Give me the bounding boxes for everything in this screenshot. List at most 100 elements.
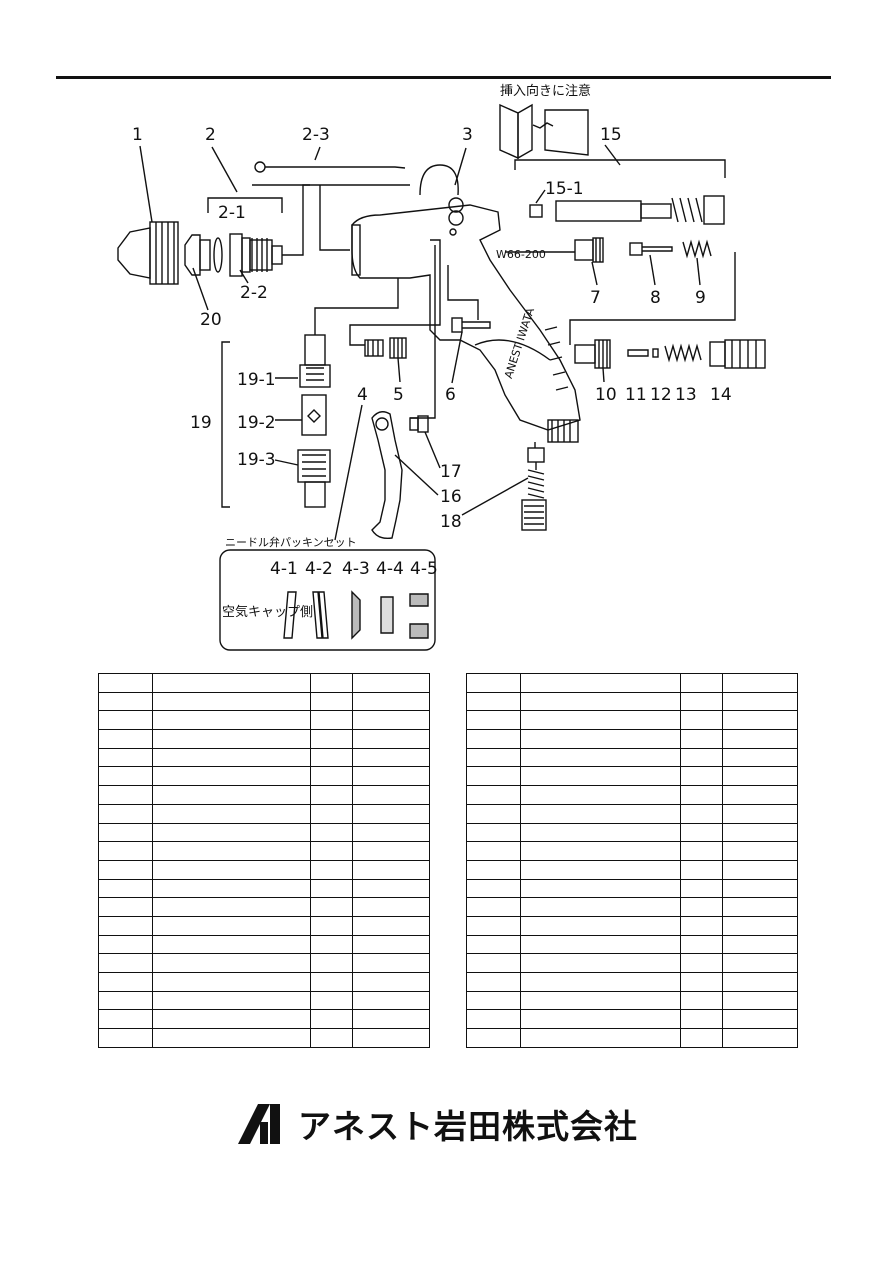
table-cell <box>466 691 521 712</box>
table-row <box>466 1009 798 1030</box>
table-cell <box>680 934 723 955</box>
table-cell <box>310 691 353 712</box>
table-cell <box>98 691 153 712</box>
table-cell <box>722 822 798 843</box>
table-row <box>466 673 798 693</box>
part-16-trigger <box>371 411 403 540</box>
table-cell <box>722 747 798 768</box>
part-19-2 <box>301 394 327 436</box>
table-row <box>466 915 798 936</box>
table-cell <box>98 990 153 1011</box>
table-cell <box>520 934 681 955</box>
table-cell <box>722 897 798 917</box>
table-row <box>98 1028 430 1048</box>
table-cell <box>152 766 311 787</box>
table-cell <box>98 822 153 843</box>
table-cell <box>722 859 798 880</box>
table-row <box>466 691 798 712</box>
callout-2-1: 2-1 <box>218 203 246 223</box>
table-row <box>466 878 798 899</box>
table-cell <box>310 878 353 899</box>
table-cell <box>98 766 153 787</box>
table-cell <box>680 1028 723 1048</box>
company-name: アネスト岩田株式会社 <box>298 1107 638 1146</box>
callout-5: 5 <box>393 385 404 405</box>
table-cell <box>466 1009 521 1030</box>
header-rule <box>56 76 831 79</box>
table-cell <box>680 859 723 880</box>
table-cell <box>520 878 681 899</box>
table-cell <box>722 915 798 936</box>
table-cell <box>310 1028 353 1048</box>
table-cell <box>152 934 311 955</box>
table-cell <box>152 841 311 861</box>
table-cell <box>152 1028 311 1048</box>
table-cell <box>466 766 521 787</box>
table-row <box>98 934 430 955</box>
table-row <box>466 729 798 749</box>
callout-15-1: 15-1 <box>545 179 584 199</box>
table-cell <box>310 990 353 1011</box>
table-cell <box>680 710 723 731</box>
table-cell <box>98 1009 153 1030</box>
table-row <box>98 953 430 973</box>
table-cell <box>98 972 153 992</box>
table-cell <box>680 972 723 992</box>
table-cell <box>310 934 353 955</box>
part-13-spring <box>664 343 702 363</box>
callout-9: 9 <box>695 288 706 308</box>
callout-1: 1 <box>132 125 143 145</box>
table-cell <box>680 990 723 1011</box>
table-cell <box>98 673 153 693</box>
table-cell <box>520 673 681 693</box>
table-cell <box>680 1009 723 1030</box>
callout-3: 3 <box>462 125 473 145</box>
table-cell <box>352 710 430 731</box>
table-cell <box>520 729 681 749</box>
table-cell <box>520 1028 681 1048</box>
table-cell <box>520 785 681 805</box>
table-row <box>466 972 798 992</box>
table-row <box>98 822 430 843</box>
table-cell <box>722 710 798 731</box>
table-cell <box>520 766 681 787</box>
table-row <box>466 803 798 824</box>
table-cell <box>152 710 311 731</box>
table-cell <box>310 915 353 936</box>
part-3-hook <box>419 164 459 196</box>
table-row <box>466 785 798 805</box>
callout-19-2: 19-2 <box>237 413 276 433</box>
table-cell <box>352 990 430 1011</box>
table-cell <box>520 897 681 917</box>
part-14-knob <box>709 341 726 367</box>
table-cell <box>520 691 681 712</box>
table-cell <box>466 990 521 1011</box>
part-6-screw <box>451 317 463 333</box>
table-cell <box>680 897 723 917</box>
table-cell <box>722 953 798 973</box>
table-cell <box>466 934 521 955</box>
table-row <box>98 1009 430 1030</box>
part-8 <box>629 242 643 256</box>
table-cell <box>466 785 521 805</box>
table-cell <box>680 673 723 693</box>
callout-20: 20 <box>200 310 222 330</box>
callout-16: 16 <box>440 487 462 507</box>
company-logo: アネスト岩田株式会社 <box>238 1103 638 1146</box>
table-cell <box>352 841 430 861</box>
gun-model: W66-200 <box>496 248 546 261</box>
callout-4-2: 4-2 <box>305 559 333 579</box>
table-cell <box>520 841 681 861</box>
table-cell <box>520 859 681 880</box>
table-cell <box>722 729 798 749</box>
table-cell <box>466 803 521 824</box>
callout-4-4: 4-4 <box>376 559 404 579</box>
packing-set-title: ニードル弁パッキンセット <box>225 535 357 549</box>
table-cell <box>466 822 521 843</box>
table-cell <box>310 897 353 917</box>
table-cell <box>152 785 311 805</box>
table-cell <box>466 915 521 936</box>
table-cell <box>520 972 681 992</box>
table-row <box>466 1028 798 1048</box>
table-cell <box>466 972 521 992</box>
